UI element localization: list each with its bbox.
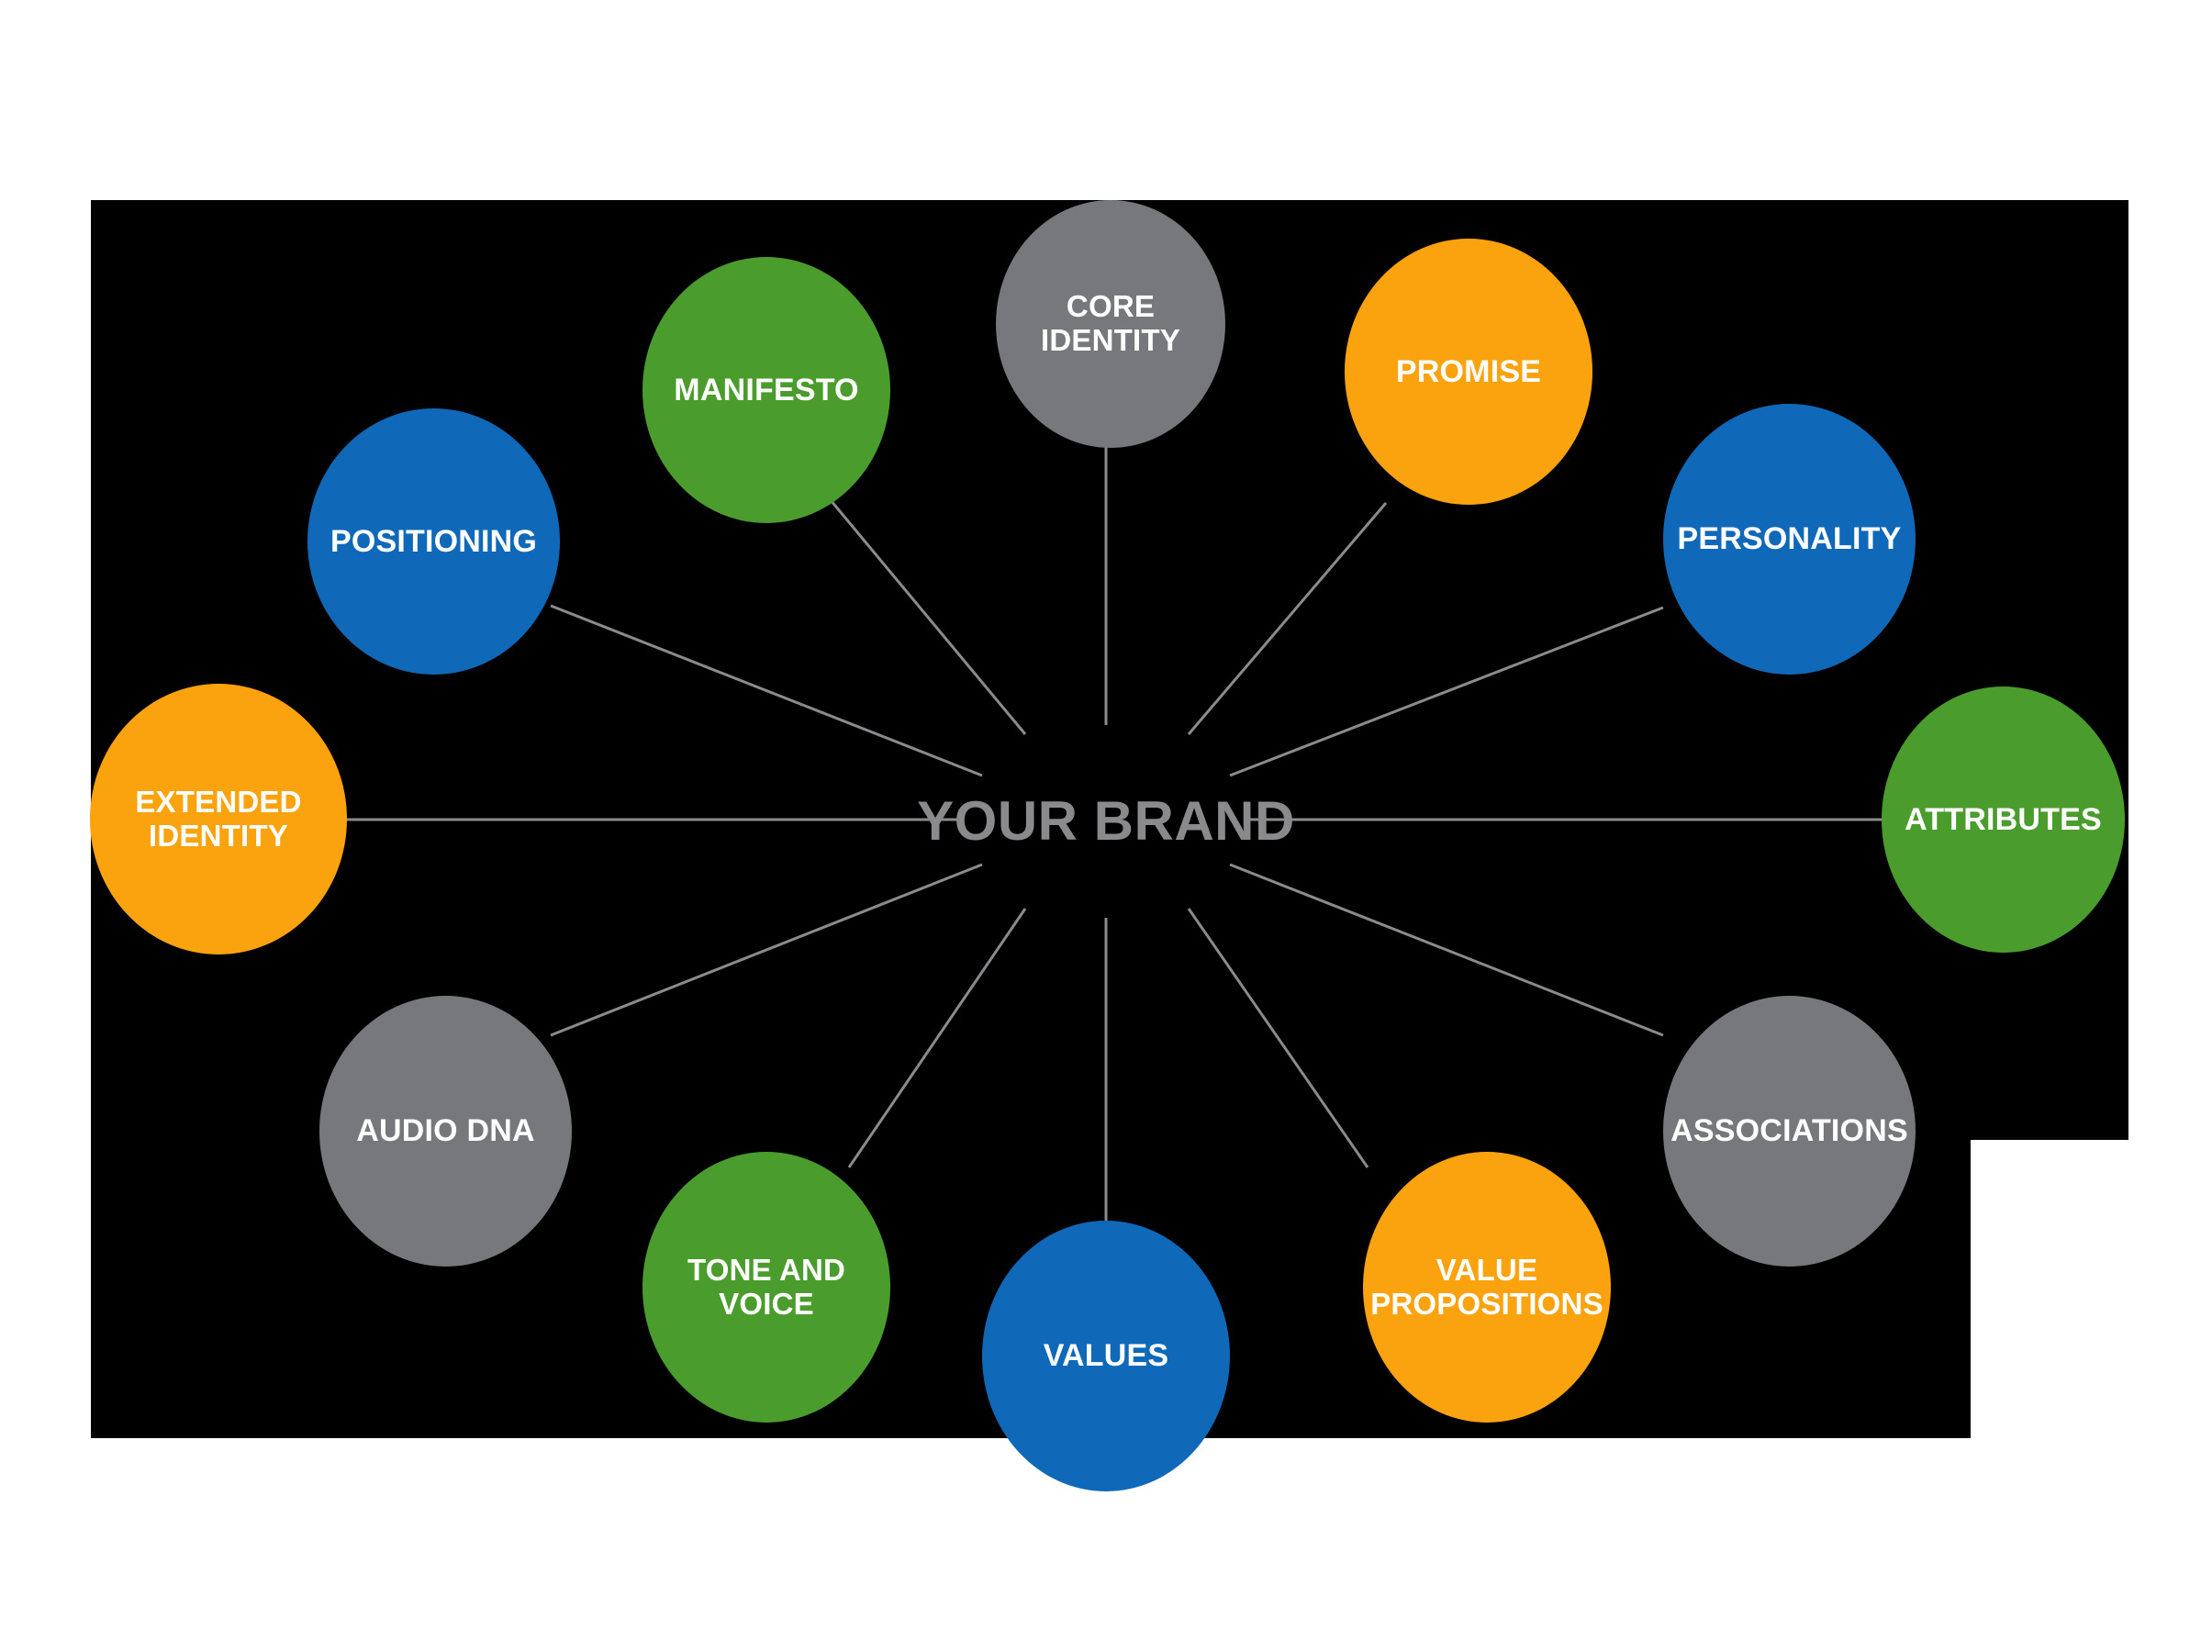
connector-tone-and-voice — [847, 908, 1027, 1168]
connector-manifesto — [829, 499, 1027, 735]
node-attributes[interactable]: ATTRIBUTES — [1882, 686, 2125, 953]
node-promise[interactable]: PROMISE — [1345, 239, 1592, 505]
node-label-promise: PROMISE — [1395, 353, 1542, 389]
node-label-extended-identity: EXTENDED IDENTITY — [135, 784, 302, 853]
center-hub-label: YOUR BRAND — [917, 789, 1295, 852]
node-positioning[interactable]: POSITIONING — [307, 408, 560, 675]
node-manifesto[interactable]: MANIFESTO — [642, 257, 890, 523]
node-label-values: VALUES — [1043, 1338, 1169, 1374]
connector-associations — [1229, 863, 1664, 1037]
node-label-core-identity: CORE IDENTITY — [1041, 289, 1180, 357]
node-label-personality: PERSONALITY — [1677, 521, 1902, 557]
connector-positioning — [550, 604, 983, 777]
node-label-tone-and-voice: TONE AND VOICE — [687, 1252, 846, 1321]
node-label-attributes: ATTRIBUTES — [1905, 801, 2102, 837]
node-label-associations: ASSOCIATIONS — [1670, 1113, 1908, 1149]
node-label-positioning: POSITIONING — [330, 523, 538, 559]
node-associations[interactable]: ASSOCIATIONS — [1663, 996, 1916, 1267]
node-label-audio-dna: AUDIO DNA — [356, 1113, 535, 1149]
node-value-propositions[interactable]: VALUE PROPOSITIONS — [1363, 1152, 1611, 1423]
node-label-value-propositions: VALUE PROPOSITIONS — [1370, 1252, 1603, 1321]
connector-audio-dna — [550, 863, 983, 1037]
node-values[interactable]: VALUES — [982, 1221, 1230, 1491]
connector-promise — [1187, 502, 1388, 735]
connector-value-propositions — [1187, 908, 1369, 1168]
connector-personality — [1229, 606, 1664, 777]
node-label-manifesto: MANIFESTO — [674, 372, 859, 407]
node-core-identity[interactable]: CORE IDENTITY — [996, 200, 1225, 448]
node-personality[interactable]: PERSONALITY — [1663, 404, 1916, 675]
node-extended-identity[interactable]: EXTENDED IDENTITY — [90, 684, 347, 954]
center-hub: YOUR BRAND — [863, 785, 1349, 856]
node-tone-and-voice[interactable]: TONE AND VOICE — [642, 1152, 890, 1423]
node-audio-dna[interactable]: AUDIO DNA — [319, 996, 572, 1267]
